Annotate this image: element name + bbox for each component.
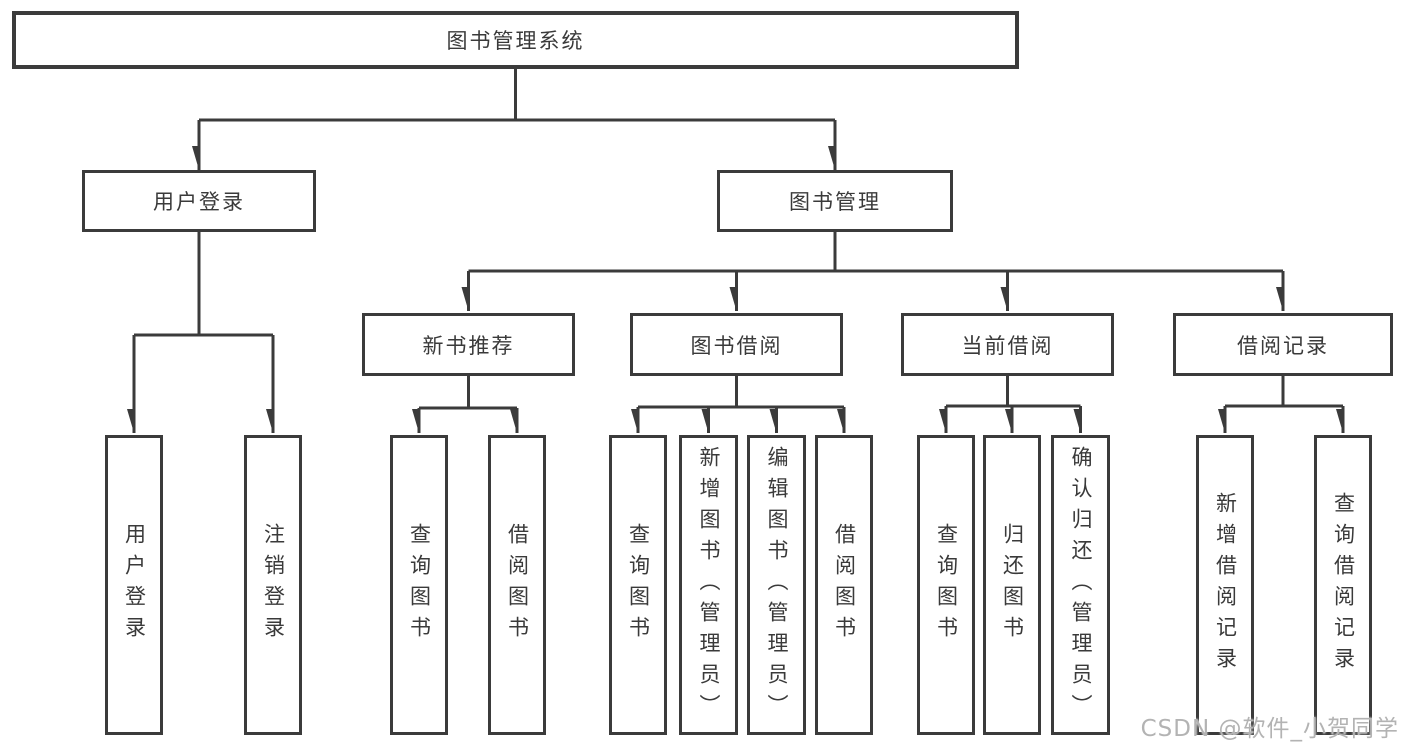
leaf-label: 借阅图书	[505, 523, 530, 647]
node-current-borrowing: 当前借阅	[901, 313, 1114, 376]
edges-root	[199, 69, 837, 170]
node-borrowing-records: 借阅记录	[1173, 313, 1393, 376]
leaf-query-books-borrowing: 查询图书	[609, 435, 667, 735]
leaf-label: 查询图书	[626, 523, 651, 647]
edges-new-book-recommendation	[419, 376, 519, 433]
node-user-login-branch: 用户登录	[82, 170, 316, 232]
leaf-label: 归还图书	[1000, 523, 1025, 647]
leaf-edit-book-admin: 编辑图书（管理员）	[747, 435, 806, 735]
leaf-query-books-current: 查询图书	[917, 435, 975, 735]
leaf-label: 注销登录	[261, 523, 286, 647]
leaf-label: 编辑图书（管理员）	[765, 445, 789, 725]
leaf-logout: 注销登录	[244, 435, 302, 735]
leaf-label: 用户登录	[122, 523, 147, 647]
leaf-label: 查询借阅记录	[1331, 492, 1356, 678]
edges-book-management	[469, 232, 1285, 311]
leaf-query-borrow-record: 查询借阅记录	[1314, 435, 1372, 735]
leaf-label: 新增图书（管理员）	[697, 445, 721, 725]
leaf-label: 确认归还（管理员）	[1069, 445, 1093, 725]
node-new-book-recommendation: 新书推荐	[362, 313, 575, 376]
leaf-user-login: 用户登录	[105, 435, 163, 735]
edges-user-login	[134, 232, 275, 433]
edges-book-borrowing	[638, 376, 846, 433]
csdn-watermark: CSDN @软件_小贺同学	[1140, 716, 1399, 742]
leaf-label: 查询图书	[934, 523, 959, 647]
leaf-borrow-books: 借阅图书	[815, 435, 873, 735]
leaf-add-book-admin: 新增图书（管理员）	[679, 435, 738, 735]
leaf-borrow-books-recommend: 借阅图书	[488, 435, 546, 735]
leaf-label: 新增借阅记录	[1213, 492, 1238, 678]
leaf-label: 查询图书	[407, 523, 432, 647]
edges-borrowing-records	[1225, 376, 1345, 433]
leaf-label: 借阅图书	[832, 523, 857, 647]
node-book-borrowing: 图书借阅	[630, 313, 843, 376]
node-library-management-system: 图书管理系统	[12, 11, 1019, 69]
leaf-query-books-recommend: 查询图书	[390, 435, 448, 735]
edges-current-borrowing	[946, 376, 1082, 433]
leaf-return-book: 归还图书	[983, 435, 1041, 735]
node-book-management-branch: 图书管理	[717, 170, 953, 232]
leaf-confirm-return-admin: 确认归还（管理员）	[1051, 435, 1110, 735]
leaf-add-borrow-record: 新增借阅记录	[1196, 435, 1254, 735]
